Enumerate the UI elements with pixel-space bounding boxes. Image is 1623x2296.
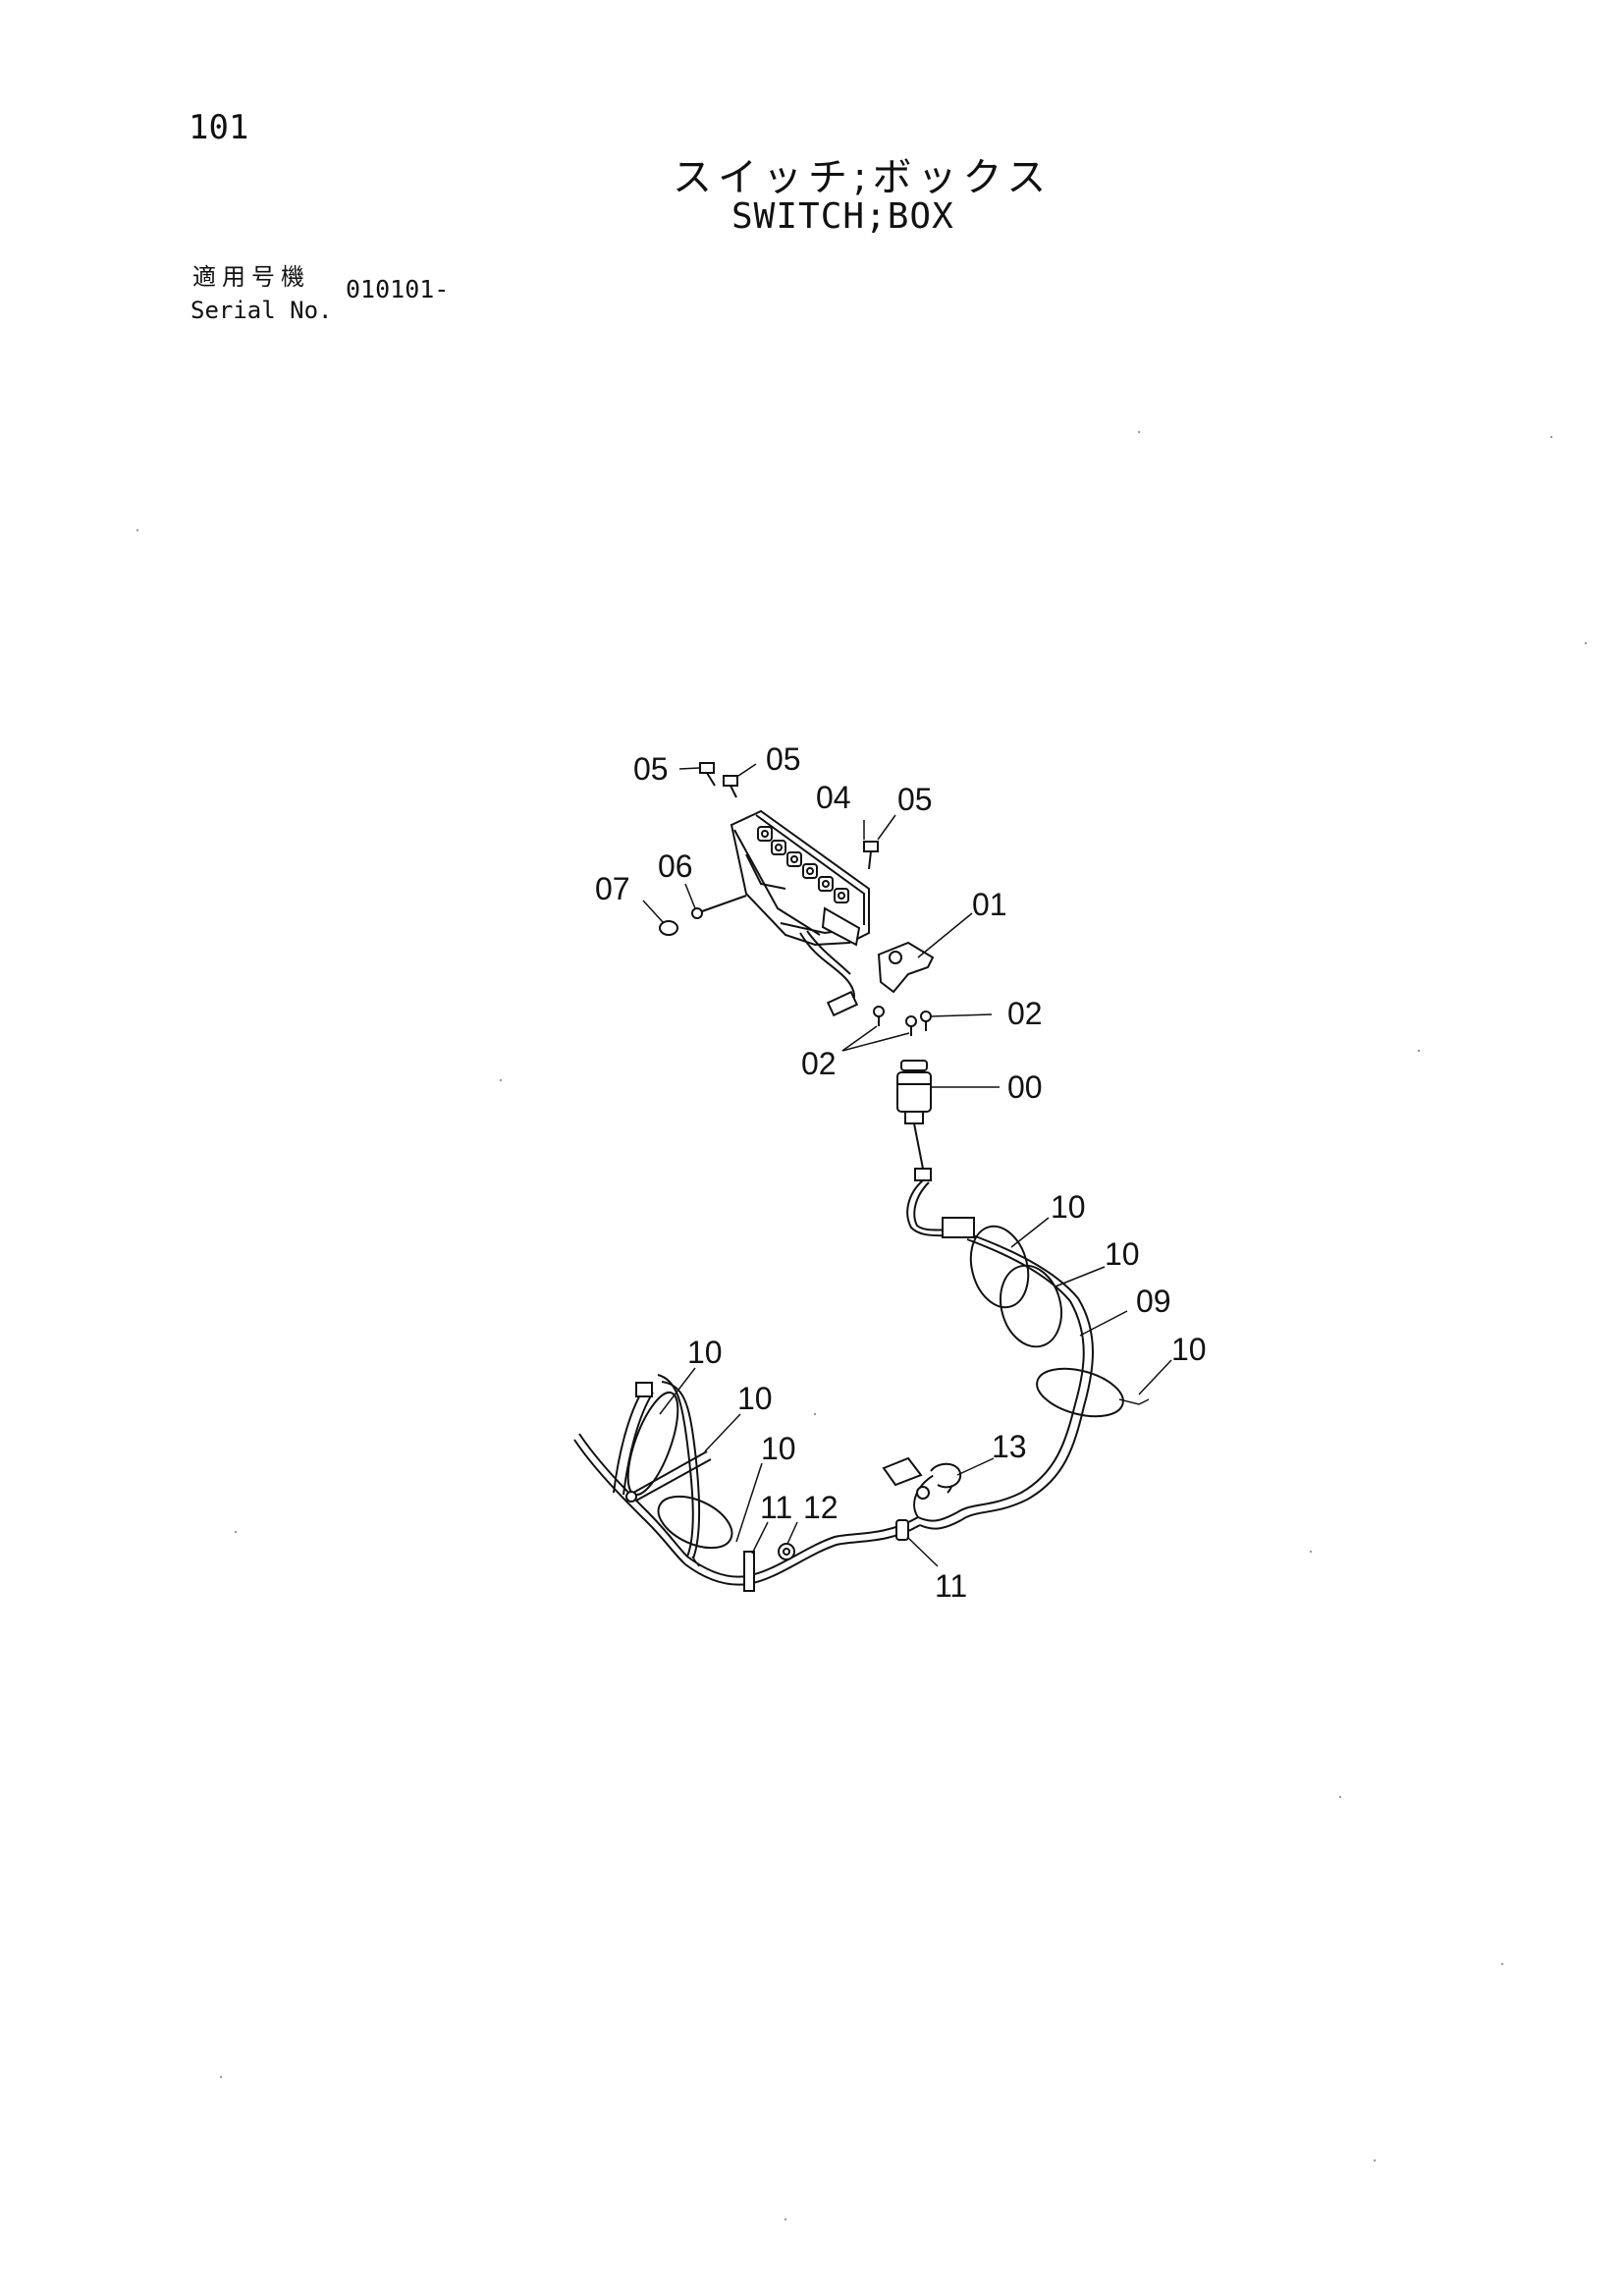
bolt-05-left <box>699 762 716 787</box>
callout-13: 13 <box>992 1429 1027 1464</box>
cable-tie-10-e <box>625 1450 712 1503</box>
key-switch-00 <box>896 1060 932 1181</box>
screw-06 <box>691 895 747 919</box>
callout-labels: 05 05 04 05 06 07 01 02 02 00 10 10 09 1… <box>595 741 1207 1604</box>
serial-label-english: Serial No. <box>190 297 333 324</box>
callout-10-a: 10 <box>1051 1189 1086 1225</box>
title-japanese: スイッチ;ボックス <box>673 155 1053 200</box>
cable-tie-10-c <box>1036 1367 1150 1418</box>
callout-05-left: 05 <box>633 751 669 787</box>
bolt-05-middle <box>723 775 738 798</box>
bolt-05-right <box>863 841 879 870</box>
serial-label-japanese: 適用号機 <box>192 263 310 291</box>
callout-00: 00 <box>1007 1069 1043 1105</box>
callout-10-e: 10 <box>737 1381 773 1416</box>
callout-02-left: 02 <box>801 1046 837 1081</box>
cable-tie-10-b <box>1000 1264 1062 1348</box>
scan-specks <box>135 430 1588 2221</box>
callout-10-f: 10 <box>761 1431 796 1466</box>
cap-07 <box>659 920 678 936</box>
title-english: SWITCH;BOX <box>731 196 954 237</box>
screw-02-group <box>873 1006 932 1036</box>
page-number: 101 <box>189 108 249 147</box>
bracket-01 <box>877 941 935 994</box>
callout-02-right: 02 <box>1007 996 1043 1031</box>
cable-tie-10-a <box>969 1225 1030 1309</box>
clamp-11-right <box>895 1519 909 1541</box>
serial-number-value: 010101- <box>346 275 450 303</box>
callout-06: 06 <box>658 848 693 884</box>
callout-04: 04 <box>816 780 851 815</box>
callout-01: 01 <box>972 887 1007 922</box>
cable-tie-10-f <box>657 1495 733 1567</box>
connector-13 <box>882 1456 962 1518</box>
callout-11-right: 11 <box>935 1568 967 1604</box>
switch-box-body <box>730 809 870 947</box>
clamp-12 <box>778 1543 795 1560</box>
clamp-11-left <box>743 1551 755 1592</box>
callout-12: 12 <box>803 1490 839 1525</box>
callout-10-d: 10 <box>687 1335 723 1370</box>
callout-11-left: 11 <box>760 1490 792 1525</box>
callout-09: 09 <box>1136 1284 1171 1319</box>
callout-10-c: 10 <box>1171 1332 1207 1367</box>
leader-lines <box>642 763 1172 1567</box>
callout-07: 07 <box>595 871 630 906</box>
callout-05-middle: 05 <box>766 741 801 777</box>
callout-10-b: 10 <box>1105 1236 1140 1272</box>
callout-05-right: 05 <box>897 782 933 817</box>
switch-knobs <box>757 826 849 903</box>
switch-box-connector-lead <box>799 930 859 1017</box>
